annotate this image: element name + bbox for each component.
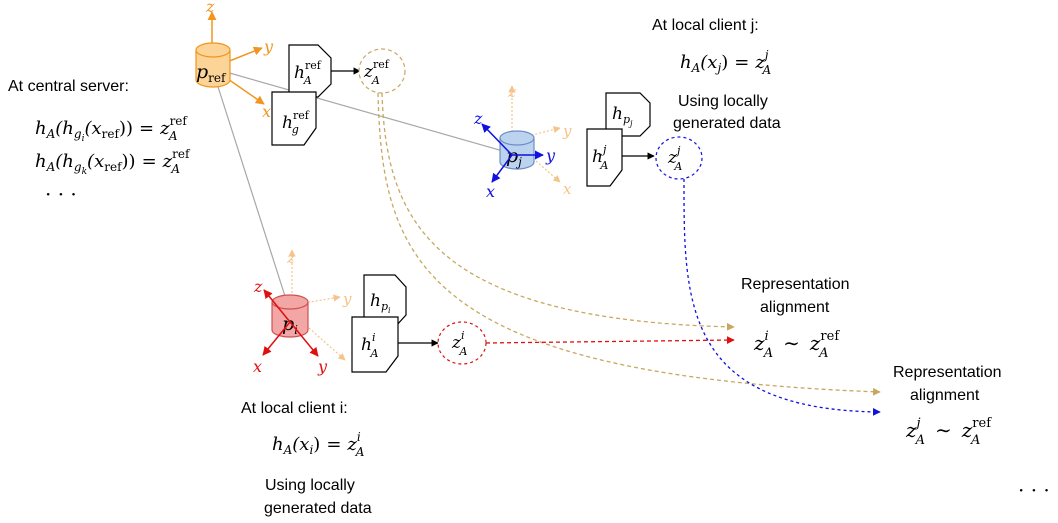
- client-i-note-line-1: Using locally: [265, 477, 355, 494]
- server-node-label: pref: [196, 61, 227, 85]
- alignment-2-title-line-2: alignment: [910, 387, 980, 404]
- svg-text:hpj: hpj: [612, 104, 633, 128]
- svg-text:z: z: [286, 249, 295, 267]
- svg-text:zjA: zjA: [667, 144, 682, 173]
- svg-text:y: y: [562, 122, 572, 140]
- svg-text:y: y: [317, 357, 328, 376]
- client-j-axes: z y x: [473, 109, 556, 201]
- svg-text:hjA: hjA: [592, 143, 608, 172]
- client-j-z-to-alignment-2: [683, 178, 881, 416]
- server-heading: At central server:: [8, 78, 129, 95]
- client-i-axes: z x y: [253, 277, 328, 376]
- svg-text:hiA: hiA: [361, 331, 378, 360]
- alignment-2-title-line-1: Representation: [893, 364, 1002, 381]
- svg-text:x: x: [253, 357, 262, 376]
- svg-text:hpi: hpi: [370, 291, 391, 315]
- client-j-heading: At local client j:: [652, 17, 759, 34]
- svg-text:y: y: [342, 290, 352, 308]
- client-j-h-p-box: hpj: [605, 92, 651, 137]
- server-z-to-alignment-1: [381, 92, 735, 331]
- client-i-heading: At local client i:: [241, 400, 348, 417]
- server-to-client-j-link: [211, 67, 511, 154]
- client-i-note-line-2: generated data: [264, 500, 372, 517]
- svg-text:y: y: [545, 146, 556, 165]
- svg-text:x: x: [486, 182, 495, 201]
- svg-text:z: z: [473, 109, 483, 128]
- svg-text:ziA: ziA: [451, 329, 468, 358]
- client-j-note-line-1: Using locally: [678, 93, 768, 110]
- server-node: pref: [195, 42, 231, 88]
- client-i-z-to-alignment-1: [485, 336, 735, 344]
- svg-text:x: x: [563, 180, 572, 198]
- svg-text:z: z: [507, 83, 516, 101]
- svg-text:z: z: [253, 277, 263, 296]
- client-j-node: pj: [499, 130, 535, 170]
- server-axis-y: y: [263, 37, 274, 56]
- server-ellipsis: · · ·: [45, 182, 77, 206]
- trailing-ellipsis: · · ·: [1018, 478, 1050, 502]
- alignment-1-title-line-1: Representation: [741, 276, 850, 293]
- client-i-node: pi: [271, 294, 309, 338]
- server-to-client-i-link: [211, 67, 293, 319]
- server-axis-z: z: [205, 0, 215, 16]
- server-axis-x: x: [262, 102, 271, 121]
- alignment-1-title-line-2: alignment: [760, 299, 830, 316]
- client-j-note-line-2: generated data: [673, 115, 781, 132]
